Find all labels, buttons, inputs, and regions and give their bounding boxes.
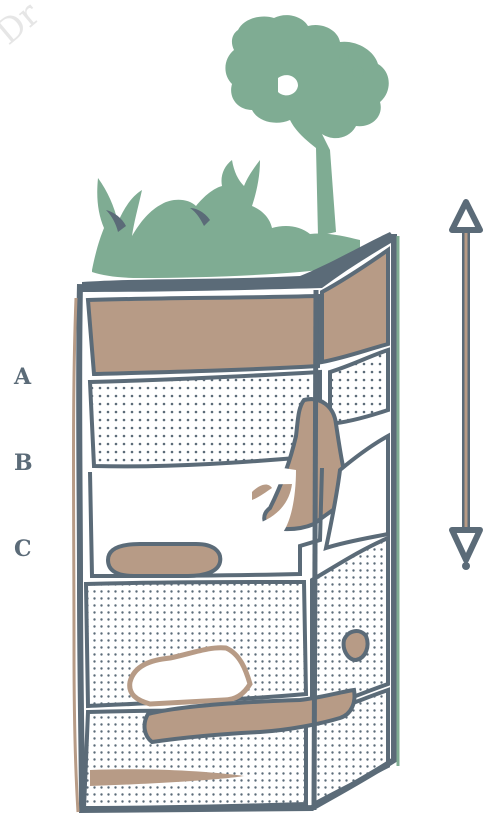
horizon-c (90, 466, 296, 536)
label-horizon-c: C (14, 536, 32, 562)
label-horizon-a: A (14, 364, 31, 390)
soil-block (74, 232, 399, 812)
double-headed-arrow-icon (452, 202, 480, 570)
horizon-a (88, 296, 318, 374)
horizon-b (90, 372, 320, 466)
c-brown-lens (108, 544, 220, 576)
watermark-text: Dr (0, 0, 48, 53)
label-horizon-b: B (14, 450, 33, 476)
